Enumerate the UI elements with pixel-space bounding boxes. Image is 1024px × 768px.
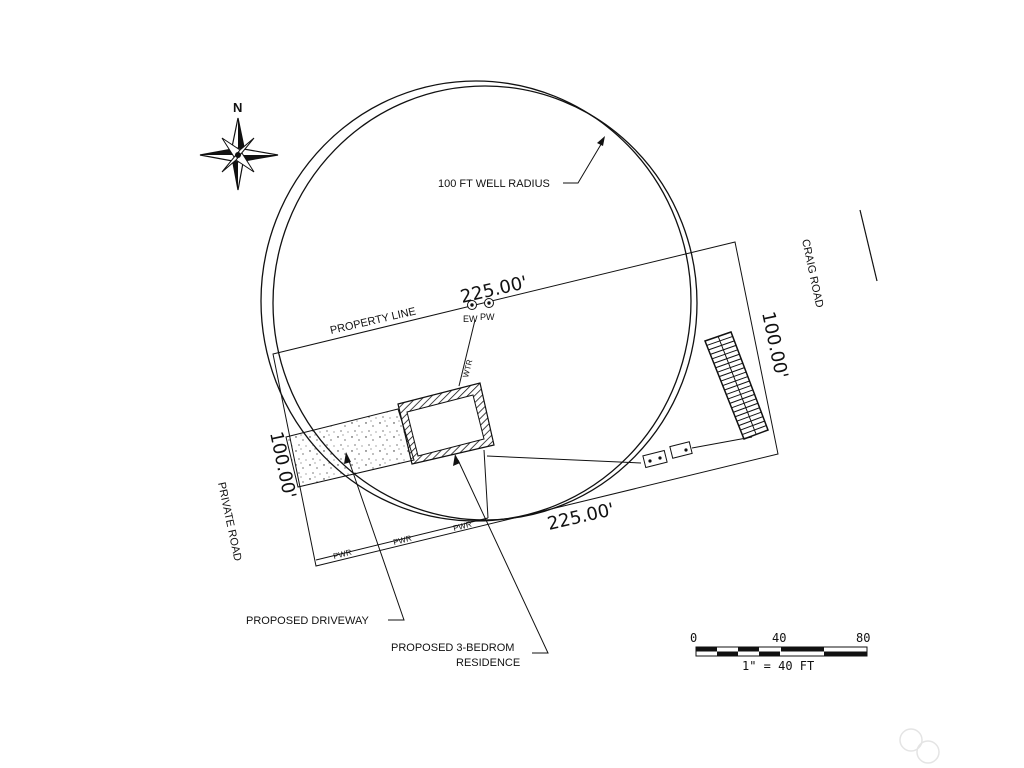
septic-rung <box>710 344 737 355</box>
scale-ratio: 1" = 40 FT <box>742 659 814 673</box>
septic-rung <box>711 349 738 360</box>
power-line <box>315 517 489 561</box>
septic-rung <box>742 425 767 436</box>
scale-bar: 0 40 80 1" = 40 FT <box>690 631 870 673</box>
well-radius-leader <box>563 140 604 184</box>
septic-tank-1 <box>642 449 668 469</box>
power-line-label-1: PWR <box>332 548 353 561</box>
proposed-driveway <box>285 408 415 488</box>
septic-rung <box>719 367 745 378</box>
residence-callout-line1: PROPOSED 3-BEDROM <box>391 642 514 654</box>
septic-rung <box>726 384 752 395</box>
proposed-well-label: PW <box>480 312 495 322</box>
driveway-arrowhead <box>344 452 351 464</box>
water-line <box>458 319 476 387</box>
sewer-pipe-2 <box>691 436 753 449</box>
dimension-right: 100.00' <box>757 310 792 381</box>
septic-rung <box>736 411 762 422</box>
well-radius-label: 100 FT WELL RADIUS <box>438 178 550 190</box>
scale-tick-0: 0 <box>690 631 697 645</box>
septic-rung <box>727 389 754 400</box>
watermark-icon <box>899 728 940 764</box>
well-radius-circle-inner <box>272 85 698 521</box>
septic-rung <box>738 416 764 427</box>
septic-rung <box>729 393 755 404</box>
septic-rung <box>708 340 735 351</box>
septic-rung <box>733 402 759 413</box>
well-radius-arrowhead <box>597 136 605 146</box>
septic-rung <box>722 376 748 387</box>
septic-rung <box>715 358 742 369</box>
existing-well-label: EW <box>463 314 478 324</box>
driveway-callout: PROPOSED DRIVEWAY <box>246 615 370 627</box>
residence-inner <box>406 394 485 457</box>
water-line-label: WTR <box>461 358 474 378</box>
septic-rung <box>724 380 750 391</box>
septic-rung <box>706 335 733 346</box>
septic-field <box>704 331 769 440</box>
power-line-label-3: PWR <box>452 520 473 533</box>
north-arrow-icon <box>199 117 279 191</box>
residence-callout-line2: RESIDENCE <box>456 657 520 669</box>
scale-tick-80: 80 <box>856 631 870 645</box>
septic-rung <box>720 371 747 382</box>
septic-rung <box>717 362 743 373</box>
property-line <box>272 241 779 567</box>
septic-tank-2 <box>669 441 693 459</box>
septic-rung <box>734 407 760 418</box>
septic-rung <box>740 420 765 431</box>
proposed-well-icon <box>484 298 494 308</box>
scale-tick-40: 40 <box>772 631 786 645</box>
private-road-label: PRIVATE ROAD <box>215 481 243 562</box>
septic-rung <box>713 353 740 364</box>
property-line-label: PROPERTY LINE <box>329 306 417 337</box>
residence-arrowhead <box>453 454 460 466</box>
septic-rung <box>731 398 757 409</box>
power-drop <box>483 449 489 519</box>
craig-road-label: CRAIG ROAD <box>799 238 825 309</box>
driveway-leader <box>347 457 405 621</box>
sewer-pipe <box>486 455 642 464</box>
craig-road-edge <box>859 209 878 282</box>
existing-well-icon <box>467 300 477 310</box>
residence-leader <box>457 459 549 654</box>
north-label: N <box>233 100 242 115</box>
power-line-label-2: PWR <box>392 534 413 547</box>
